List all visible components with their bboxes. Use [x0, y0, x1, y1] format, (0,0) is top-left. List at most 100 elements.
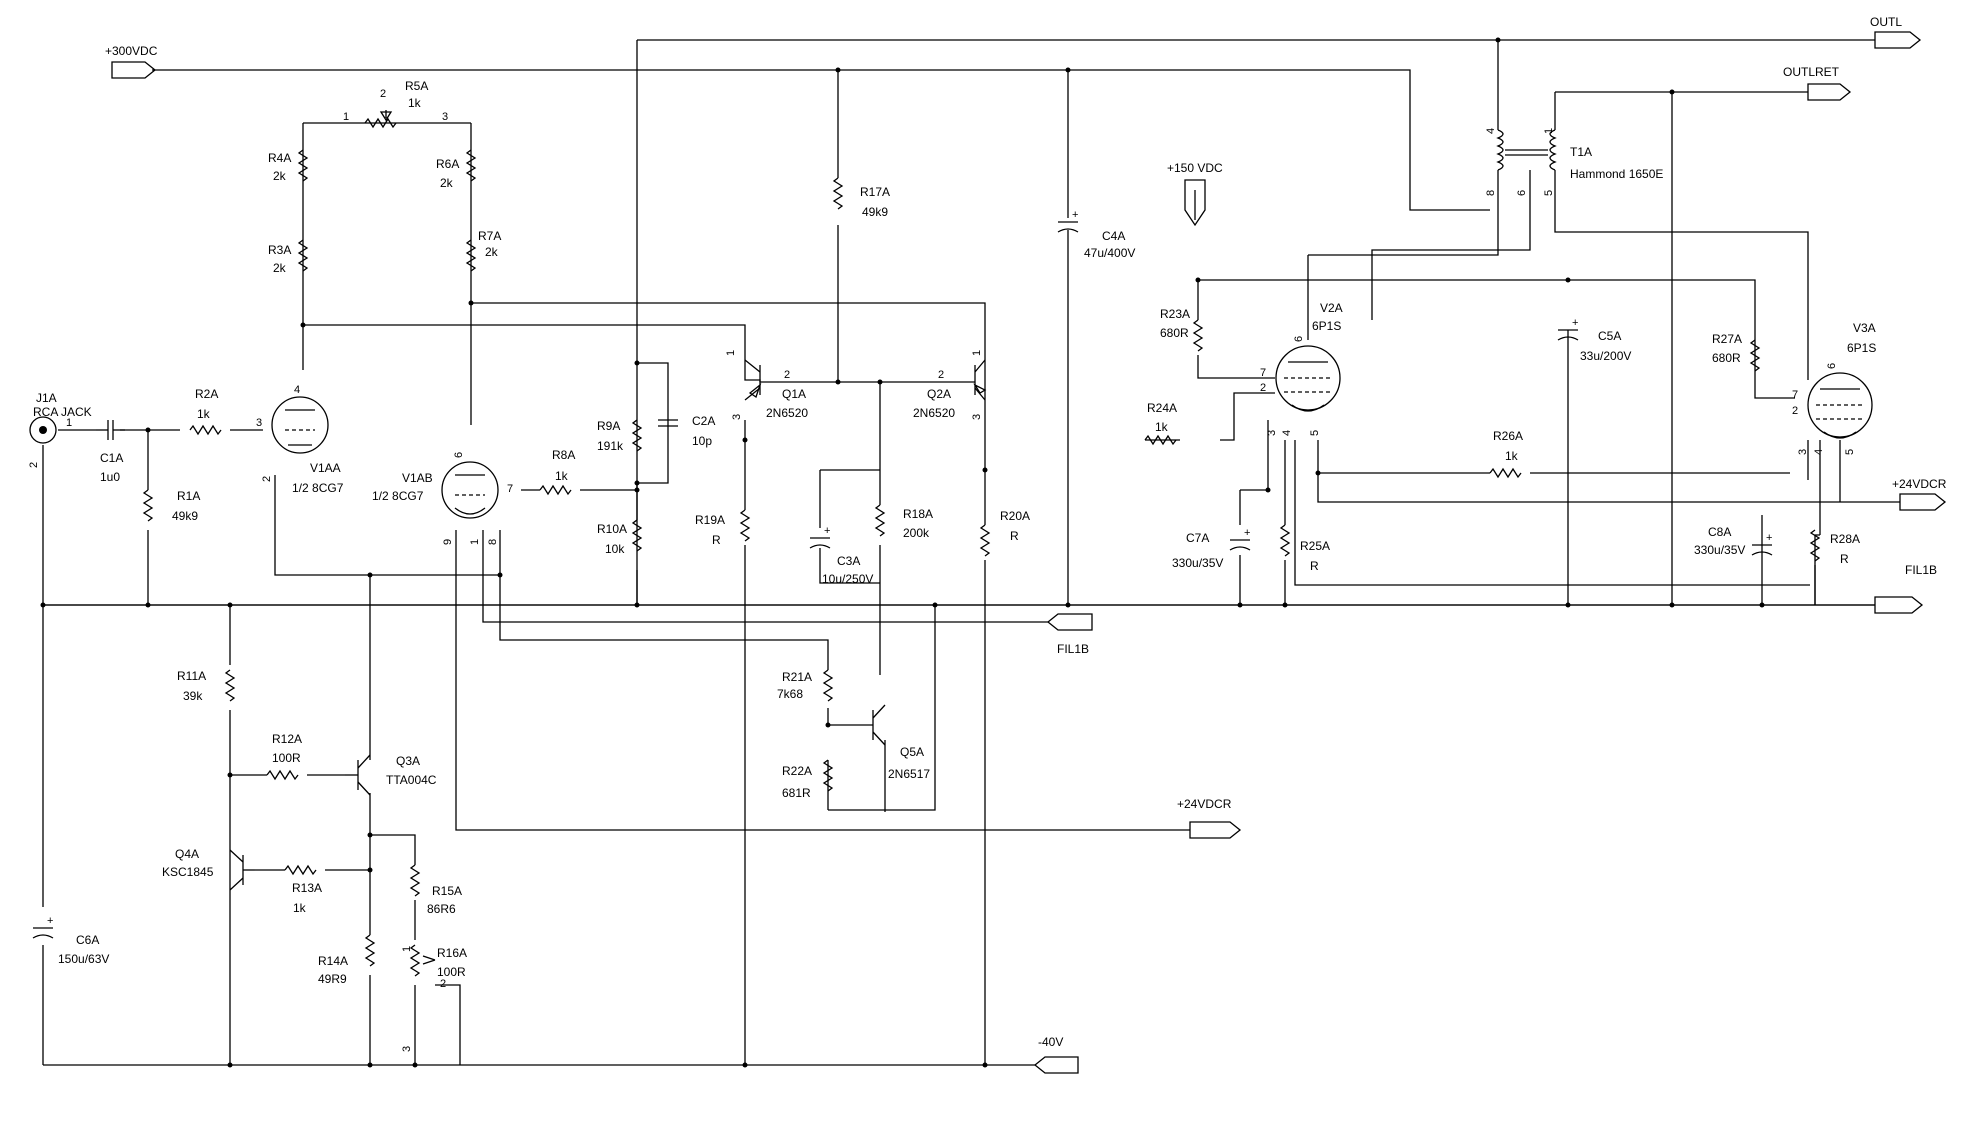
q3a-value: TTA004C [386, 773, 437, 787]
c3a-symbol: + [809, 525, 830, 549]
port-neg40-label: -40V [1038, 1035, 1063, 1049]
q4a-value: KSC1845 [162, 865, 214, 879]
r10a-ref: R10A [597, 522, 627, 536]
r15a-body [409, 864, 421, 897]
pin-label: 7 [1260, 367, 1266, 379]
c5a-value: 33u/200V [1580, 349, 1631, 363]
r23a-ref: R23A [1160, 307, 1190, 321]
r20a-value: R [1010, 529, 1019, 543]
pin-label: 8 [1485, 190, 1497, 196]
pin-label: 3 [971, 414, 983, 420]
r7a-value: 2k [485, 245, 499, 259]
r19a-value: R [712, 533, 721, 547]
pin-label: 1 [66, 417, 72, 429]
r8a-body [539, 484, 572, 496]
port-24vdcr-right-shape [1899, 493, 1947, 511]
port-24vdcr-mid-label: +24VDCR [1177, 797, 1232, 811]
resistors [142, 110, 1821, 977]
r21a-ref: R21A [782, 670, 812, 684]
j1a-ref: J1A [36, 391, 57, 405]
r4a-ref: R4A [268, 151, 291, 165]
junctions [40, 37, 1765, 1068]
r11a-value: 39k [183, 689, 203, 703]
q3a-ref: Q3A [396, 754, 420, 768]
r6a-value: 2k [440, 176, 454, 190]
c6a-symbol: + [32, 915, 53, 939]
c8a-value: 330u/35V [1694, 543, 1745, 557]
r5a-value: 1k [408, 96, 422, 110]
r6a-body [465, 149, 477, 182]
r28a-ref: R28A [1830, 532, 1860, 546]
component-labels: J1A RCA JACK C1A 1u0 R1A 49k9 R2A 1k R4A… [33, 79, 1876, 986]
pin-label: 3 [442, 111, 448, 123]
port-outl-shape [1874, 31, 1922, 49]
pin-label: 2 [380, 88, 386, 100]
port-300vdc-shape [111, 61, 157, 79]
svg-text:+: + [1244, 527, 1250, 539]
c2a-ref: C2A [692, 414, 715, 428]
j1a-jack [29, 416, 57, 444]
c6a-value: 150u/63V [58, 952, 109, 966]
pin-label: 1 [401, 946, 413, 952]
r27a-value: 680R [1712, 351, 1741, 365]
pin-label: 2 [28, 462, 40, 468]
r24a-ref: R24A [1147, 401, 1177, 415]
pin-label: 3 [1266, 430, 1278, 436]
q1a-ref: Q1A [782, 387, 806, 401]
v1ab-tube [441, 461, 499, 519]
j1a-value: RCA JACK [33, 405, 92, 419]
r18a-body [874, 504, 886, 537]
r5a-body [364, 117, 397, 129]
r12a-ref: R12A [272, 732, 302, 746]
pin-label: 5 [1844, 449, 1856, 455]
port-24vdcr-mid-shape [1189, 821, 1242, 839]
q5a-transistor [872, 704, 886, 746]
r16a-body [409, 944, 421, 977]
pin-label: 4 [1813, 449, 1825, 455]
port-neg40-shape [1033, 1056, 1079, 1074]
port-300vdc-label: +300VDC [105, 44, 158, 58]
c8a-symbol: + [1751, 532, 1772, 556]
c4a-symbol: + [1057, 209, 1078, 233]
r14a-body [364, 934, 376, 967]
r3a-ref: R3A [268, 243, 291, 257]
pin-label: 7 [507, 483, 513, 495]
pin-label: 1 [343, 111, 349, 123]
r26a-ref: R26A [1493, 429, 1523, 443]
port-outlret-shape [1807, 83, 1852, 101]
q2a-value: 2N6520 [913, 406, 955, 420]
pin-label: 9 [442, 539, 454, 545]
r24a-value: 1k [1155, 420, 1169, 434]
pin-label: 2 [440, 978, 446, 990]
c1a-value: 1u0 [100, 470, 120, 484]
port-150vdc-shape [1184, 179, 1206, 227]
r22a-body [822, 759, 834, 792]
pin-label: 2 [261, 476, 273, 482]
svg-text:+: + [1572, 317, 1578, 329]
pin-label: 3 [401, 1046, 413, 1052]
r10a-body [631, 519, 643, 552]
v1ab-value: 1/2 8CG7 [372, 489, 424, 503]
port-symbols [111, 31, 1947, 1074]
r13a-body [284, 864, 317, 876]
r17a-value: 49k9 [862, 205, 888, 219]
r22a-value: 681R [782, 786, 811, 800]
svg-text:+: + [47, 915, 53, 927]
pin-label: 6 [1516, 190, 1528, 196]
r1a-body [142, 489, 154, 522]
pin-label: 2 [938, 369, 944, 381]
r18a-ref: R18A [903, 507, 933, 521]
port-fil1b-mid-label: FIL1B [1057, 642, 1089, 656]
c2a-symbol [658, 419, 678, 427]
pin-label: 4 [1281, 430, 1293, 436]
pin-label: 1 [725, 350, 737, 356]
r25a-ref: R25A [1300, 539, 1330, 553]
r10a-value: 10k [605, 542, 625, 556]
v3a-value: 6P1S [1847, 341, 1876, 355]
q3a-transistor [345, 754, 371, 796]
c2a-value: 10p [692, 434, 712, 448]
port-fil1b-right-label: FIL1B [1905, 563, 1937, 577]
r9a-body [631, 419, 643, 452]
wires [42, 39, 1900, 1066]
